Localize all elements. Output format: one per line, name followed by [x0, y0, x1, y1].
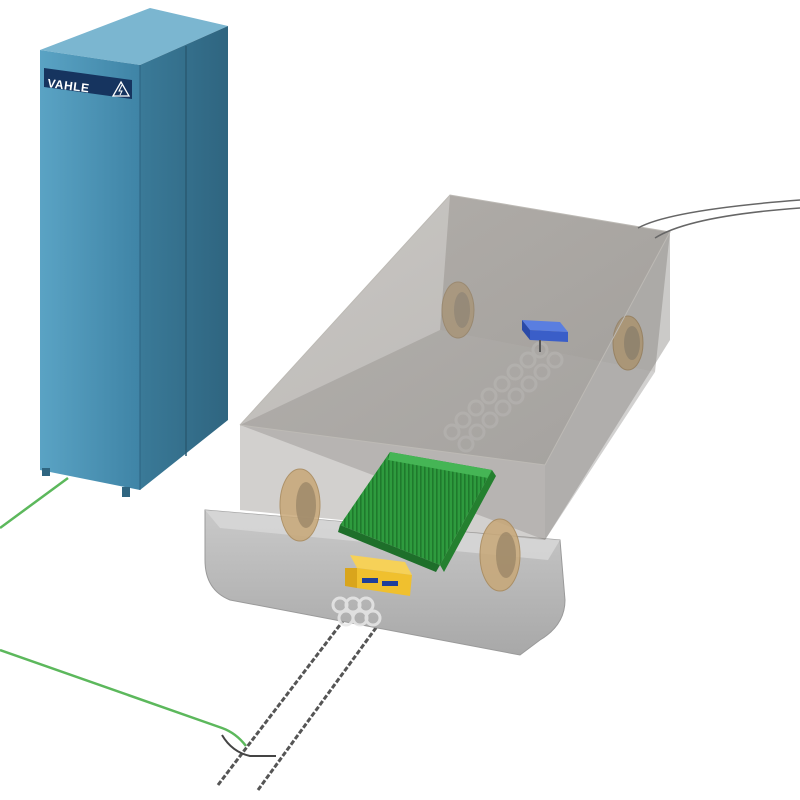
vehicle-body-side — [545, 232, 670, 540]
wheel-front-left — [279, 468, 321, 542]
data-cable-lower — [654, 207, 800, 239]
data-cable — [637, 199, 800, 239]
pickup-unit — [338, 452, 496, 572]
vehicle-body-outline — [239, 194, 671, 466]
cabinet-side — [140, 26, 228, 490]
wheel-rear-right — [612, 315, 644, 371]
cabinet-front — [40, 50, 140, 490]
track-conductor-right — [256, 602, 396, 791]
vehicle — [204, 194, 671, 656]
cabinet-foot-left — [42, 468, 50, 476]
brand-label — [44, 68, 132, 99]
controller-module — [522, 320, 568, 352]
wheel-front-right — [479, 518, 521, 592]
track-junction — [221, 734, 276, 757]
supply-cable-upper — [0, 476, 69, 530]
track-conductors — [216, 595, 396, 791]
supply-cable-lower — [0, 648, 247, 747]
pickup-connector — [345, 555, 412, 596]
pickup-fins — [340, 452, 492, 565]
control-cabinet: VAHLE — [40, 8, 228, 497]
vehicle-body-top — [240, 195, 670, 465]
supply-cable — [0, 476, 247, 747]
data-cable-upper — [637, 199, 800, 229]
brand-logo: VAHLE — [47, 76, 91, 95]
cabinet-top — [40, 8, 228, 65]
cabinet-foot-right — [122, 487, 130, 497]
high-voltage-warning-icon — [111, 80, 131, 97]
